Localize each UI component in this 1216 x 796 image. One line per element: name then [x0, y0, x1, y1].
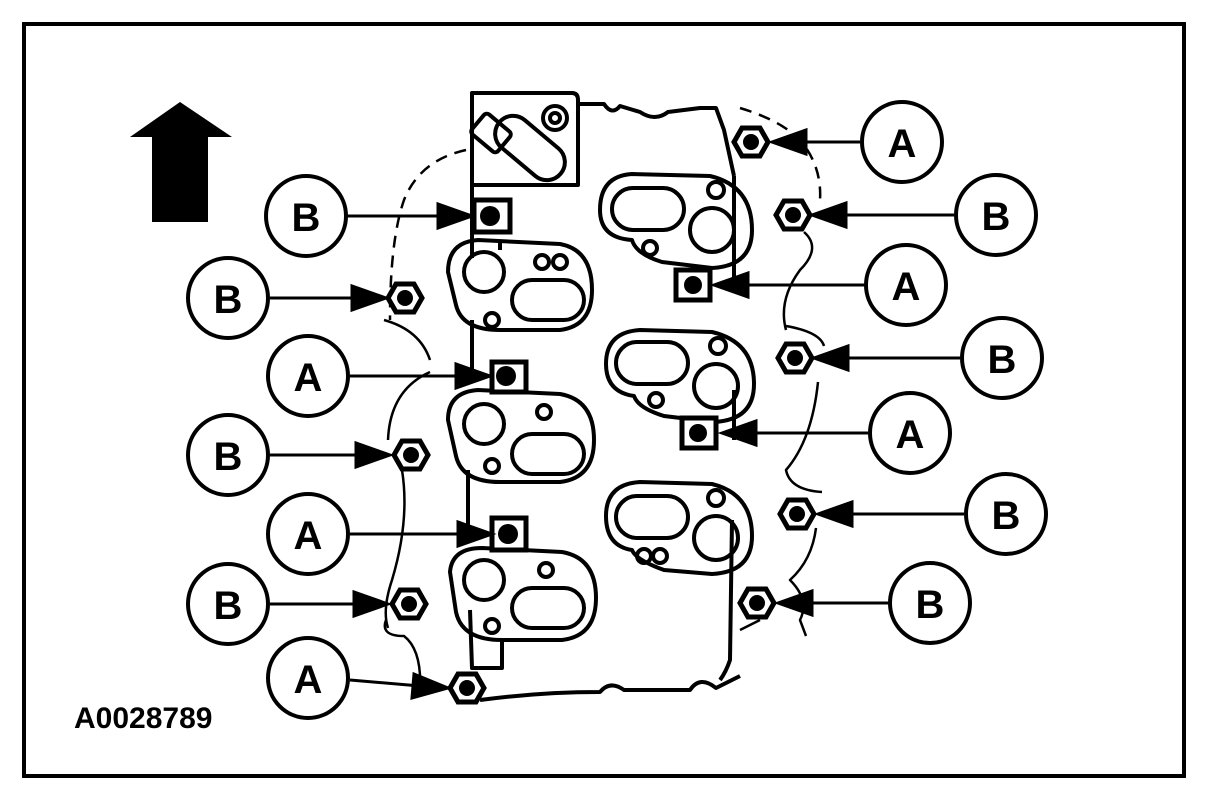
callout-label-b: B	[214, 278, 243, 322]
right-port-2	[604, 328, 756, 424]
left-port-2	[446, 388, 596, 484]
callout-label-b: B	[982, 195, 1011, 239]
callout-label-a: A	[294, 658, 323, 702]
callout-b-4: B	[888, 561, 972, 645]
nut-a-4	[679, 415, 719, 451]
callout-a-3: A	[868, 391, 952, 475]
right-port-1	[598, 172, 754, 270]
callout-a-4: A	[266, 334, 350, 418]
callout-b-2: B	[960, 316, 1044, 400]
callouts: A A A B B B B B B B B A A A	[186, 100, 1048, 720]
left-manifold-section	[383, 91, 741, 702]
left-port-3	[448, 546, 598, 642]
callout-label-b: B	[992, 494, 1021, 538]
sensor-icon	[469, 104, 569, 183]
callout-label-b: B	[214, 435, 243, 479]
callout-label-b: B	[292, 196, 321, 240]
callout-label-b: B	[916, 583, 945, 627]
callout-label-a: A	[896, 413, 925, 457]
up-arrow-icon	[130, 102, 232, 222]
callout-b-1: B	[954, 173, 1038, 257]
right-port-3	[604, 480, 754, 576]
nut-b-8	[737, 586, 777, 620]
callout-b-3: B	[964, 472, 1048, 556]
callout-b-5: B	[264, 174, 348, 258]
nut-b-6	[777, 497, 817, 531]
nut-b-5	[391, 438, 431, 472]
callout-a-6: A	[266, 636, 350, 720]
nut-b-7	[389, 587, 429, 621]
callout-label-a: A	[294, 356, 323, 400]
hex-nut-icon	[385, 125, 817, 705]
figure-id-label: A0028789	[74, 702, 212, 735]
figure-frame	[22, 22, 1186, 778]
callout-label-b: B	[988, 338, 1017, 382]
callout-label-a: A	[888, 122, 917, 166]
nut-b-1	[471, 197, 513, 235]
nut-a-2	[673, 267, 713, 303]
callout-b-7: B	[186, 413, 270, 497]
callout-label-b: B	[214, 584, 243, 628]
callout-a-5: A	[266, 492, 350, 576]
leader-lines	[270, 127, 964, 701]
right-manifold-section	[578, 102, 826, 682]
callout-label-a: A	[294, 514, 323, 558]
nut-b-3	[385, 281, 425, 315]
nut-b-4	[775, 341, 815, 375]
nut-a-1	[731, 125, 771, 159]
callout-b-6: B	[186, 256, 270, 340]
nut-a-6	[447, 671, 487, 705]
callout-a-1: A	[860, 100, 944, 184]
callout-label-a: A	[892, 265, 921, 309]
left-port-1	[446, 238, 594, 332]
callout-a-2: A	[864, 243, 948, 327]
nut-a-3	[489, 359, 529, 395]
callout-b-8: B	[186, 562, 270, 646]
nut-b-2	[773, 198, 813, 232]
nut-a-5	[489, 515, 529, 553]
